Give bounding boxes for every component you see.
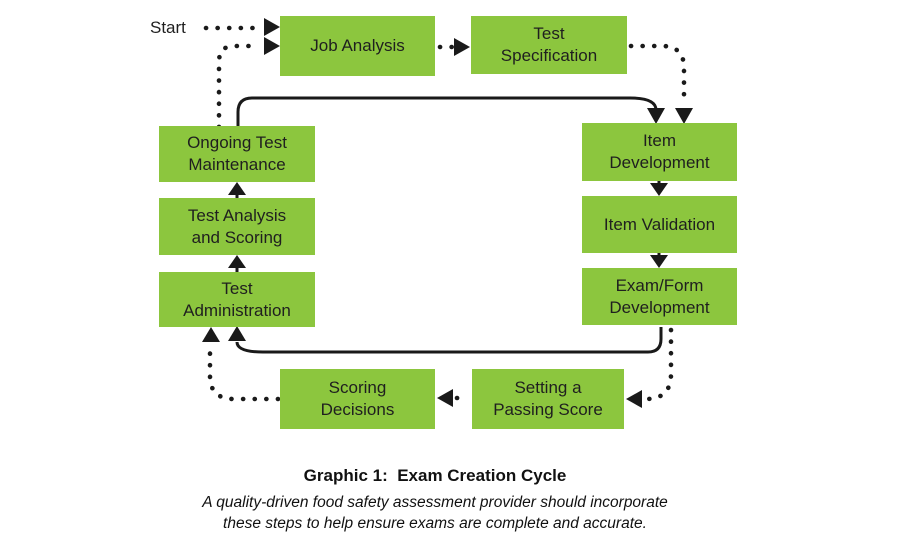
arrowhead-icon: [264, 37, 280, 55]
node-test-administration: Test Administration: [159, 272, 315, 327]
arrowhead-icon: [454, 38, 470, 56]
arrowhead-icon: [264, 18, 280, 36]
arrow-test-administration-to-test-analysis: [228, 255, 246, 272]
connector-line: [236, 96, 658, 126]
node-exam-form-development: Exam/Form Development: [582, 268, 737, 325]
node-test-specification: Test Specification: [471, 16, 627, 74]
arrow-setting-passing-score-to-scoring-decisions: [437, 389, 471, 407]
caption-subtitle-line2: these steps to help ensure exams are com…: [223, 515, 647, 532]
node-job-analysis: Job Analysis: [280, 16, 435, 76]
connector-line: [207, 341, 281, 402]
start-label: Start: [150, 18, 186, 37]
node-test-analysis-and-scoring: Test Analysis and Scoring: [159, 198, 315, 255]
node-ongoing-test-maintenance: Ongoing Test Maintenance: [159, 126, 315, 182]
node-setting-a-passing-score: Setting a Passing Score: [472, 369, 624, 429]
connector-line: [643, 327, 674, 402]
arrowhead-icon: [228, 182, 246, 195]
arrowhead-icon: [202, 327, 220, 342]
cycle-line-top-to-item-development: [236, 96, 665, 126]
arrowhead-icon: [650, 255, 668, 268]
arrow-test-analysis-to-ongoing-maintenance: [228, 182, 246, 198]
arrowhead-icon: [228, 326, 246, 341]
node-scoring-decisions: Scoring Decisions: [280, 369, 435, 429]
arrow-test-specification-to-item-development: [628, 43, 693, 124]
caption-title: Graphic 1: Exam Creation Cycle: [303, 466, 567, 485]
arrow-start-to-job-analysis: [203, 18, 280, 36]
arrow-scoring-decisions-to-test-administration: [202, 327, 281, 402]
arrowhead-icon: [650, 183, 668, 196]
arrowhead-icon: [626, 390, 642, 408]
arrow-ongoing-maintenance-to-job-analysis: [216, 37, 280, 130]
arrow-exam-form-to-setting-passing-score: [626, 327, 674, 408]
cycle-line-bottom-to-test-administration: [228, 326, 663, 354]
arrowhead-icon: [437, 389, 453, 407]
arrow-item-validation-to-exam-form-development: [650, 253, 668, 268]
node-item-development: Item Development: [582, 123, 737, 181]
connector-line: [628, 43, 687, 106]
caption: Graphic 1: Exam Creation Cycle A quality…: [0, 466, 870, 534]
arrowhead-icon: [675, 108, 693, 124]
arrow-job-analysis-to-test-specification: [437, 38, 470, 56]
arrowhead-icon: [647, 108, 665, 124]
caption-subtitle-line1: A quality-driven food safety assessment …: [202, 494, 668, 511]
arrow-item-development-to-item-validation: [650, 181, 668, 196]
node-item-validation: Item Validation: [582, 196, 737, 253]
arrowhead-icon: [228, 255, 246, 268]
connector-line: [235, 327, 663, 354]
